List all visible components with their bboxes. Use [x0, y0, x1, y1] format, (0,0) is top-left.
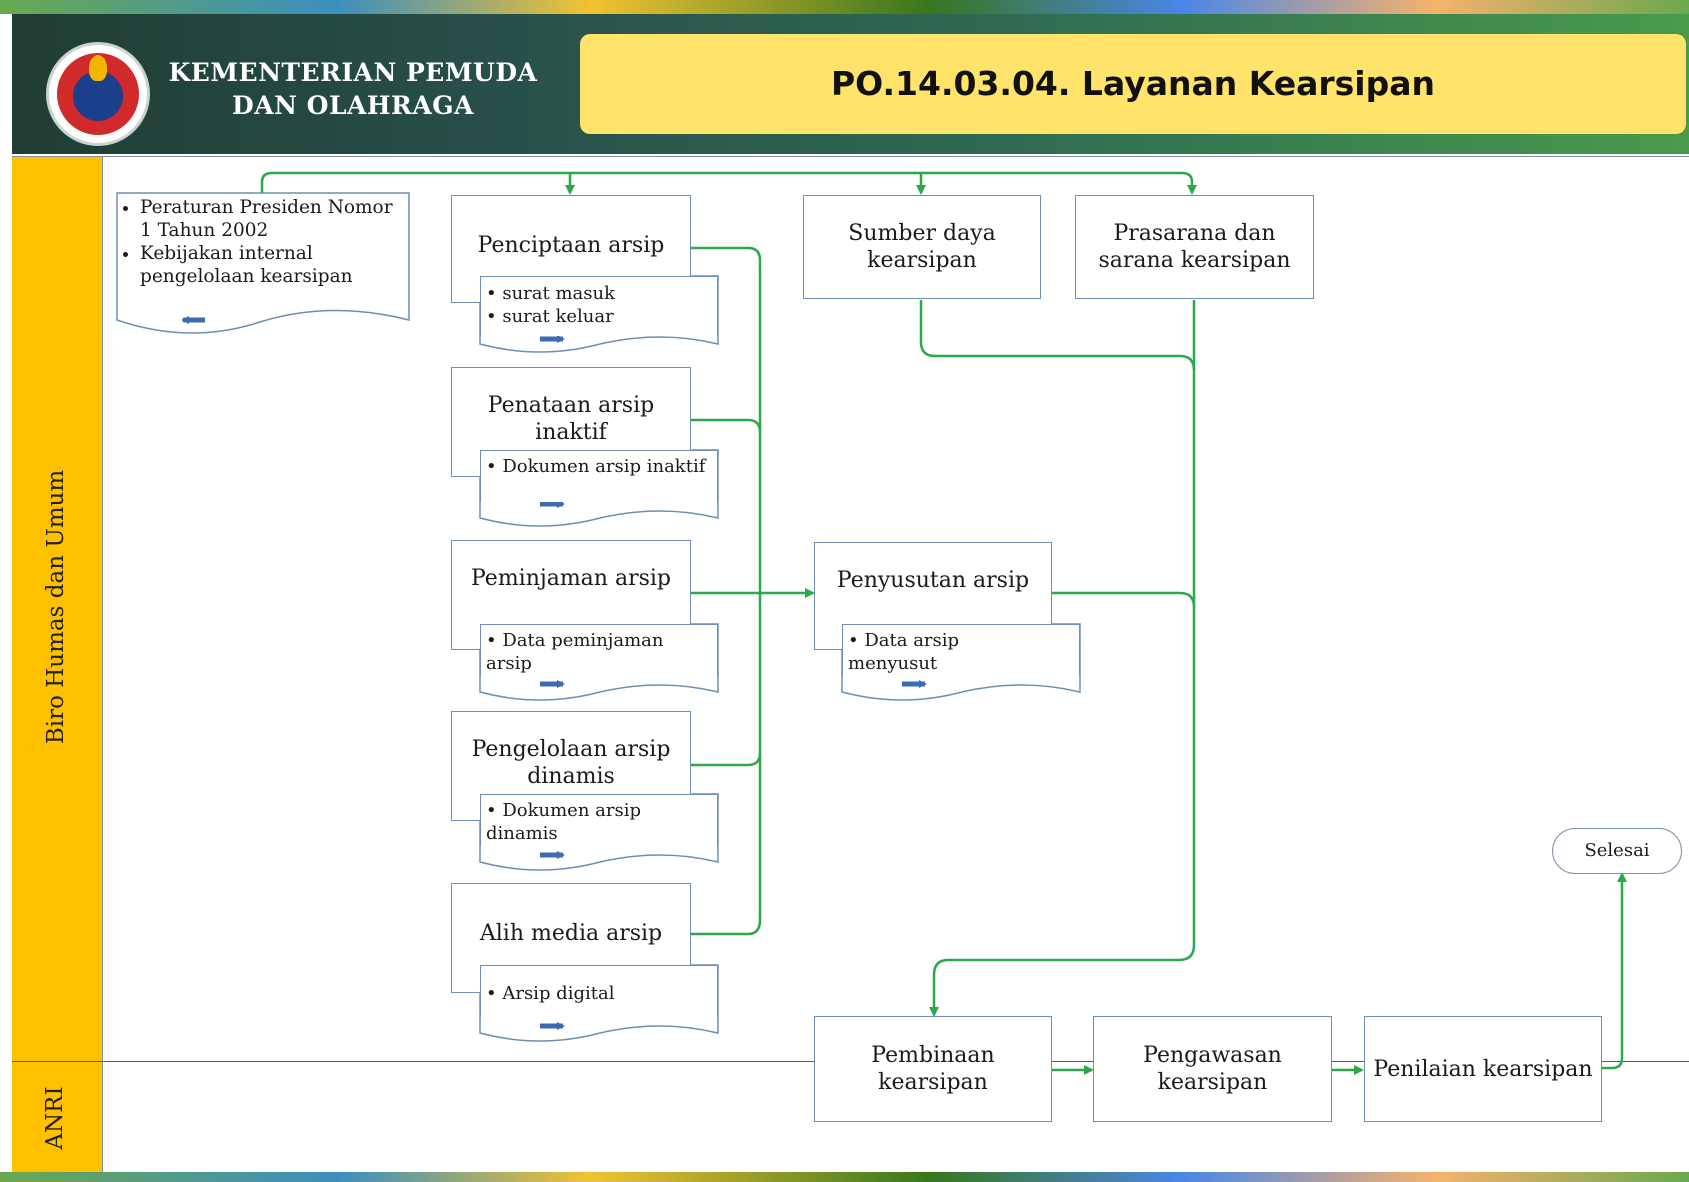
- decorative-top-strip: [0, 0, 1689, 14]
- process-pembinaan-kearsipan: Pembinaan kearsipan: [814, 1016, 1052, 1122]
- doc-pengelolaan: [480, 794, 718, 846]
- doc-penciptaan: [480, 276, 718, 336]
- process-pengawasan-kearsipan: Pengawasan kearsipan: [1093, 1016, 1332, 1122]
- reference-list: Peraturan Presiden Nomor 1 Tahun 2002 Ke…: [120, 196, 410, 288]
- doc-penataan: [480, 450, 718, 502]
- doc-pengelolaan-list: • Dokumen arsip dinamis: [486, 799, 686, 845]
- reference-item: Kebijakan internal pengelolaan kearsipan: [140, 242, 410, 288]
- process-label: Penilaian kearsipan: [1373, 1056, 1593, 1082]
- doc-alih-media-list: • Arsip digital: [486, 982, 706, 1005]
- ministry-emblem-icon: [46, 42, 150, 146]
- process-label: Peminjaman arsip: [470, 566, 672, 591]
- ministry-name-line1: KEMENTERIAN PEMUDA: [168, 58, 538, 87]
- doc-item: • Data peminjaman arsip: [486, 630, 664, 674]
- doc-item: • Data arsip menyusut: [848, 630, 960, 674]
- reference-item: Peraturan Presiden Nomor 1 Tahun 2002: [140, 196, 410, 242]
- doc-penataan-list: • Dokumen arsip inaktif: [486, 455, 706, 478]
- doc-item: • surat keluar: [486, 306, 614, 327]
- title-box: [580, 34, 1686, 134]
- ministry-name-line2: DAN OLAHRAGA: [232, 91, 474, 120]
- process-label: Pembinaan kearsipan: [871, 1043, 995, 1095]
- doc-peminjaman-list: • Data peminjaman arsip: [486, 629, 714, 675]
- reference-document-shape: [116, 192, 410, 334]
- doc-penciptaan-list: • surat masuk • surat keluar: [486, 282, 716, 328]
- doc-item: • Dokumen arsip dinamis: [486, 800, 641, 844]
- process-penilaian-kearsipan: Penilaian kearsipan: [1364, 1016, 1602, 1122]
- lane-top-border: [12, 156, 1689, 157]
- ministry-name: KEMENTERIAN PEMUDA DAN OLAHRAGA: [168, 56, 538, 122]
- doc-item: • Dokumen arsip inaktif: [486, 456, 706, 477]
- page-title: PO.14.03.04. Layanan Kearsipan: [831, 64, 1435, 103]
- doc-item: • Arsip digital: [486, 983, 615, 1004]
- doc-penyusutan-list: • Data arsip menyusut: [848, 629, 1048, 675]
- process-label: Pengawasan kearsipan: [1143, 1043, 1282, 1095]
- process-sumber-daya-kearsipan: Sumber daya kearsipan: [803, 195, 1041, 299]
- process-label: Prasarana dan sarana kearsipan: [1098, 221, 1291, 273]
- process-label: Penyusutan arsip: [836, 568, 1030, 593]
- doc-alih-media: [480, 965, 718, 1017]
- process-label: Alih media arsip: [479, 921, 663, 946]
- doc-penyusutan: [842, 624, 1080, 676]
- lane-label-column: [12, 156, 102, 1174]
- doc-peminjaman: [480, 624, 718, 676]
- process-label: Penciptaan arsip: [477, 233, 665, 258]
- process-prasarana-sarana-kearsipan: Prasarana dan sarana kearsipan: [1075, 195, 1314, 299]
- end-terminal: Selesai: [1552, 828, 1682, 874]
- doc-item: • surat masuk: [486, 283, 616, 304]
- process-label: Penataan arsip inaktif: [487, 393, 655, 445]
- decorative-bottom-strip: [0, 1172, 1689, 1182]
- process-label: Sumber daya kearsipan: [848, 221, 996, 273]
- process-label: Pengelolaan arsip dinamis: [471, 737, 671, 789]
- lane-divider: [102, 156, 103, 1174]
